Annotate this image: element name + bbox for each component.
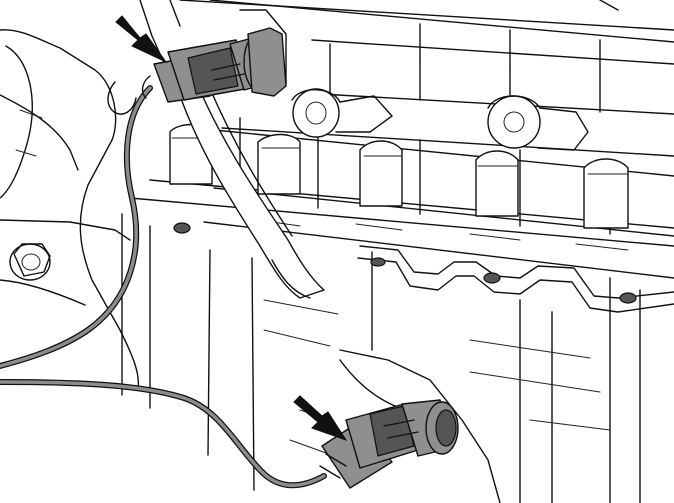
lower-sensor-assembly [319, 399, 459, 489]
crankcase-body [121, 213, 674, 503]
arrow-icon [293, 395, 348, 441]
arrow-icon [115, 15, 168, 64]
mounting-bolt [9, 243, 51, 281]
engine-bosses [291, 88, 589, 151]
dipstick-tube [179, 83, 325, 299]
cylinder-pockets [169, 123, 629, 251]
upper-sensor-assembly [141, 27, 287, 103]
engine-left-casting [0, 0, 181, 391]
sensor-wiring [0, 85, 327, 489]
